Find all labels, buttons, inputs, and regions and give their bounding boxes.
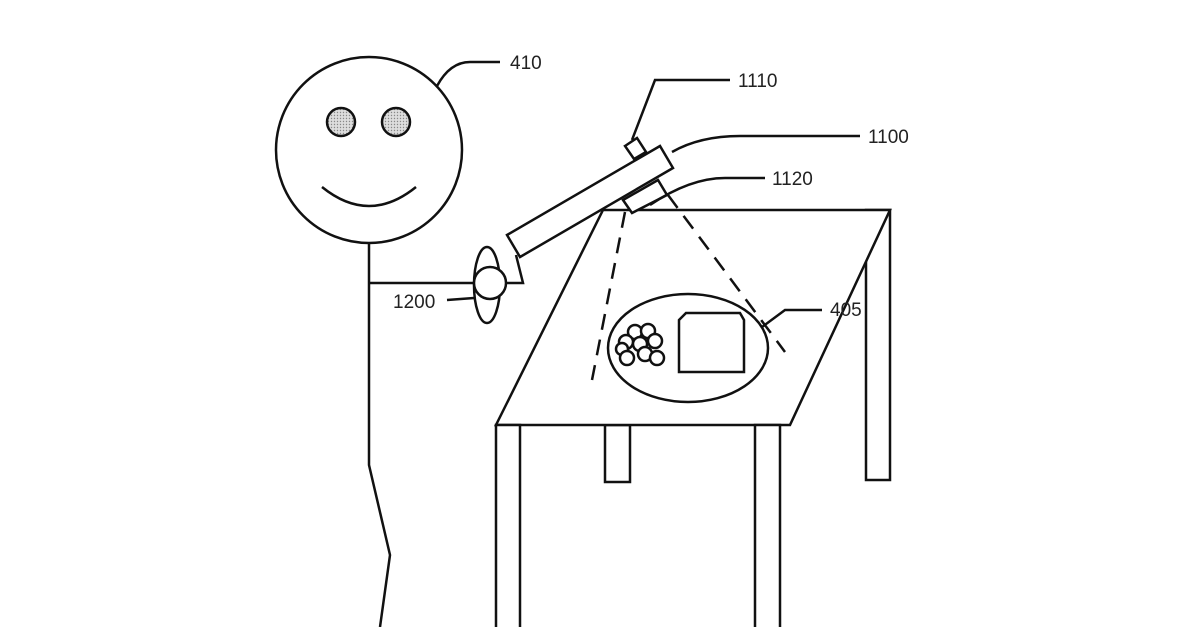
leader-410 (435, 60, 500, 87)
leader-405 (761, 308, 822, 329)
food-item-square (677, 311, 746, 374)
sensor-1110 (623, 136, 648, 161)
table (493, 208, 892, 627)
assistive-device (472, 136, 675, 325)
smile (321, 186, 417, 208)
right-eye (380, 106, 412, 138)
label-1200: 1200 (393, 292, 435, 313)
table-leg-front-right (753, 423, 782, 627)
hand-controller-1200 (472, 265, 508, 301)
label-1100: 1100 (868, 127, 909, 148)
projection-line-left (590, 211, 627, 381)
person (274, 55, 473, 627)
label-410: 410 (510, 53, 542, 74)
label-1110: 1110 (738, 71, 777, 92)
plate (606, 292, 770, 404)
device-arm-1100 (505, 144, 675, 259)
leader-1110 (630, 78, 730, 141)
leader-1200 (446, 296, 475, 302)
label-405: 405 (830, 300, 862, 321)
food-plate (606, 292, 770, 404)
leader-1100 (671, 134, 860, 154)
left-eye (325, 106, 357, 138)
table-leg-front-left (494, 423, 522, 627)
leader-1120 (649, 176, 765, 207)
device-link (507, 254, 525, 285)
label-1120: 1120 (772, 169, 813, 190)
body (367, 243, 392, 627)
head (274, 55, 464, 245)
table-leg-back-left (603, 423, 632, 484)
food-item-peas (614, 322, 666, 367)
